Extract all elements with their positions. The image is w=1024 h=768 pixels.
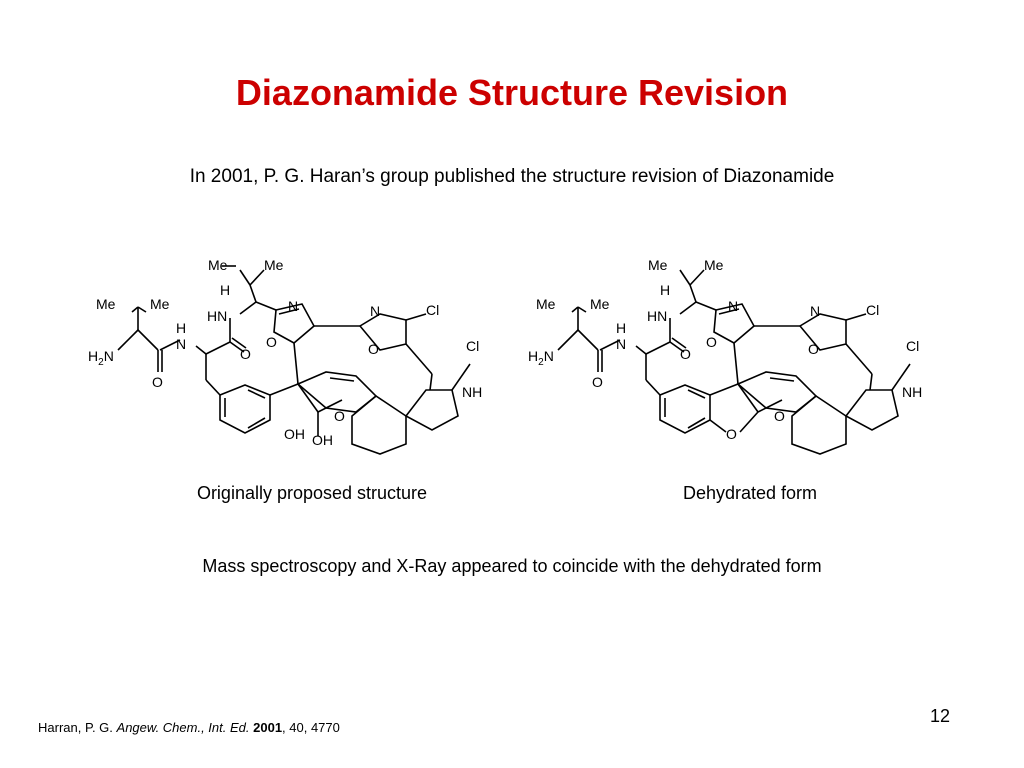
caption-original-structure: Originally proposed structure [196,483,428,503]
o-label: O [592,374,603,390]
n-label: N [176,336,187,352]
o-label: O [706,334,717,350]
n-label: N [728,298,739,314]
slide-subtitle: In 2001, P. G. Haran’s group published t… [189,166,835,187]
n-label: N [616,336,627,352]
slide-title: Diazonamide Structure Revision [235,72,789,113]
h-label: H [220,282,231,298]
me-label: Me [150,296,170,312]
nh-label: NH [902,384,923,400]
o-label: O [334,408,345,424]
h-label: H [176,320,187,336]
citation-year: 2001 [253,720,283,735]
o-label: O [152,374,163,390]
n-label: N [370,303,381,319]
me-label: Me [648,257,668,273]
oh-label: OH [284,426,305,442]
o-label: O [368,341,379,357]
n-label: N [810,303,821,319]
citation-journal: Angew. Chem., Int. Ed. [116,720,250,735]
n-label: N [288,298,299,314]
hn-label: HN [647,308,668,324]
citation: Harran, P. G. Angew. Chem., Int. Ed. 200… [38,720,340,735]
me-label: Me [590,296,610,312]
cl-label: Cl [906,338,920,354]
o-label: O [774,408,785,424]
cl-label: Cl [466,338,480,354]
cl-label: Cl [426,302,440,318]
me-label: Me [96,296,116,312]
me-label: Me [536,296,556,312]
h-label: H [660,282,671,298]
mass-spec-note: Mass spectroscopy and X-Ray appeared to … [202,556,822,576]
o-label: O [726,426,737,442]
citation-authors: Harran, P. G. [38,720,113,735]
o-label: O [240,346,251,362]
caption-dehydrated-form: Dehydrated form [682,483,818,503]
citation-volume-pages: , 40, 4770 [282,720,340,735]
dehydrated-structure-diagram [557,269,911,455]
o-label: O [680,346,691,362]
h2n-label: H2N [528,348,554,368]
h-label: H [616,320,627,336]
o-label: O [266,334,277,350]
oh-label: OH [312,432,333,448]
hn-label: HN [207,308,228,324]
me-label: Me [208,257,228,273]
nh-label: NH [462,384,483,400]
cl-label: Cl [866,302,880,318]
h2n-label: H2N [88,348,114,368]
o-label: O [808,341,819,357]
me-label: Me [704,257,724,273]
original-structure-diagram [117,265,471,455]
me-label: Me [264,257,284,273]
page-number: 12 [930,706,951,726]
